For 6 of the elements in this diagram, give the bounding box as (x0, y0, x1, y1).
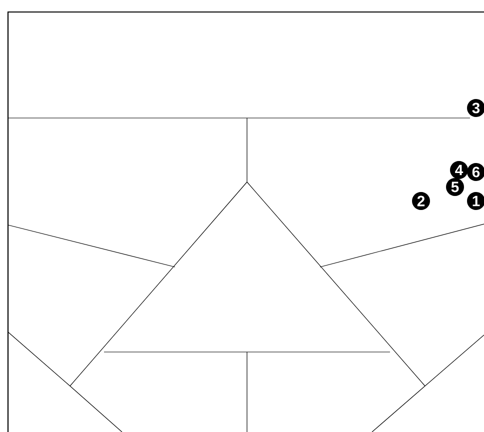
callout-number: 3 (467, 99, 484, 117)
callout-number: 1 (467, 192, 484, 210)
callout-number: 4 (450, 161, 468, 179)
callout-number: 2 (412, 192, 430, 210)
callout-number: 5 (446, 178, 464, 196)
callout-number: 6 (467, 163, 484, 181)
